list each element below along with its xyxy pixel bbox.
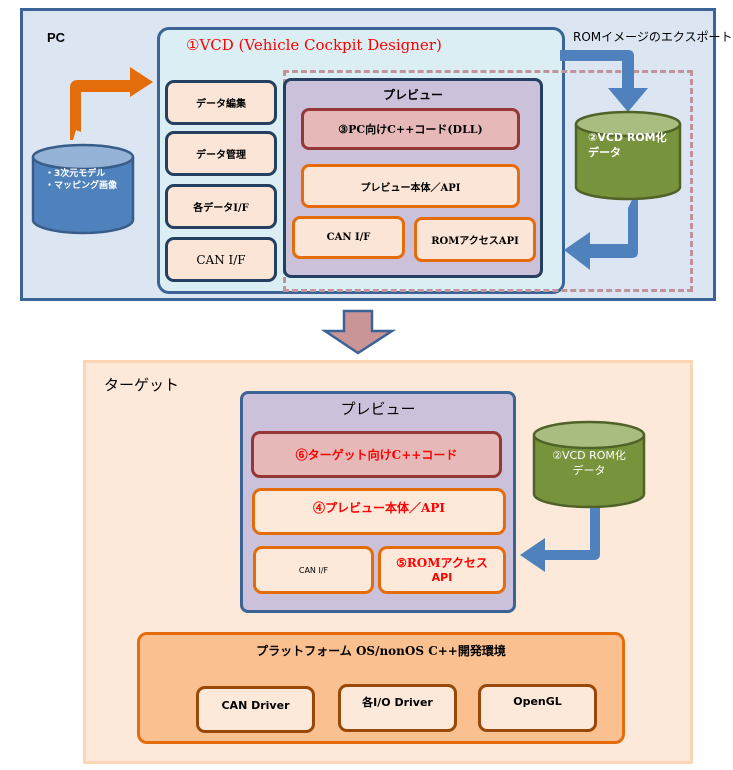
pc-can-if-label: CAN I/F	[326, 232, 371, 243]
target-rom-access-api-label: ⑤ROMアクセス	[396, 556, 488, 571]
target-preview-body-api-label: ④プレビュー本体／API	[313, 501, 445, 515]
driver-label: OpenGL	[513, 695, 562, 708]
pc-preview-body-api-label: プレビュー本体／API	[360, 182, 461, 194]
pc-rom-db-line: データ	[588, 146, 621, 159]
source-db-line: ・マッピング画像	[45, 181, 118, 191]
pc-can-if-box[interactable]: CAN I/F	[292, 216, 405, 259]
vcd-item-data-edit[interactable]: データ編集	[165, 80, 277, 125]
target-code-box[interactable]: ⑥ターゲット向けC++コード	[251, 431, 502, 478]
export-arrow-icon	[560, 50, 648, 112]
target-rom-database-label: ②VCD ROM化 データ	[534, 448, 644, 478]
pc-rom-access-api-label: ROMアクセスAPI	[431, 236, 519, 247]
pc-rom-database-label: ②VCD ROM化 データ	[588, 130, 667, 160]
vcd-title: ①VCD (Vehicle Cockpit Designer)	[186, 36, 442, 54]
target-rom-db-line: ②VCD ROM化	[552, 449, 626, 462]
target-rom-access-api-sublabel: API	[431, 570, 453, 584]
driver-label: 各I/O Driver	[362, 696, 433, 709]
driver-opengl[interactable]: OpenGL	[478, 684, 597, 732]
target-rom-database-icon	[532, 420, 646, 509]
platform-title: プラットフォーム OS/nonOS C++開発環境	[256, 644, 506, 658]
target-label: ターゲット	[104, 376, 180, 394]
driver-io[interactable]: 各I/O Driver	[338, 684, 457, 732]
vcd-item-label: データ管理	[196, 150, 246, 161]
vcd-item-label: CAN I/F	[196, 252, 246, 267]
source-database-icon	[31, 143, 135, 235]
target-preview-title: プレビュー	[340, 400, 416, 418]
vcd-item-data-management[interactable]: データ管理	[165, 131, 277, 176]
import-arrow-icon	[70, 67, 153, 140]
rom-export-label: ROMイメージのエクスポート	[573, 30, 733, 44]
driver-label: CAN Driver	[221, 699, 290, 712]
driver-can[interactable]: CAN Driver	[196, 686, 315, 733]
pc-preview-body-api[interactable]: プレビュー本体／API	[301, 164, 520, 208]
deploy-arrow-icon	[320, 309, 397, 355]
pc-rom-db-line: ②VCD ROM化	[588, 131, 667, 144]
target-rom-db-line: データ	[572, 464, 606, 477]
pc-rom-database-icon	[574, 110, 682, 201]
target-rom-load-arrow-icon	[520, 508, 600, 572]
target-rom-access-api-box[interactable]: ⑤ROMアクセス API	[378, 546, 506, 594]
pc-dll-label: ③PC向けC++コード(DLL)	[338, 123, 483, 136]
vcd-item-label: 各データI/F	[193, 203, 249, 214]
pc-rom-access-api-box[interactable]: ROMアクセスAPI	[414, 217, 536, 262]
pc-label: PC	[47, 30, 66, 45]
source-database-label: ・3次元モデル ・マッピング画像	[45, 168, 117, 192]
pc-preview-title: プレビュー	[382, 88, 443, 102]
target-code-label: ⑥ターゲット向けC++コード	[295, 448, 458, 462]
pc-dll-code-box[interactable]: ③PC向けC++コード(DLL)	[301, 108, 520, 150]
vcd-item-label: データ編集	[196, 99, 246, 110]
vcd-item-can-if[interactable]: CAN I/F	[165, 237, 277, 282]
target-can-if-box[interactable]: CAN I/F	[253, 546, 374, 594]
target-can-if-label: CAN I/F	[298, 565, 329, 575]
vcd-item-data-if[interactable]: 各データI/F	[165, 184, 277, 229]
source-db-line: ・3次元モデル	[45, 169, 106, 179]
target-preview-body-api[interactable]: ④プレビュー本体／API	[252, 488, 506, 535]
pc-rom-load-arrow-icon	[564, 200, 638, 270]
